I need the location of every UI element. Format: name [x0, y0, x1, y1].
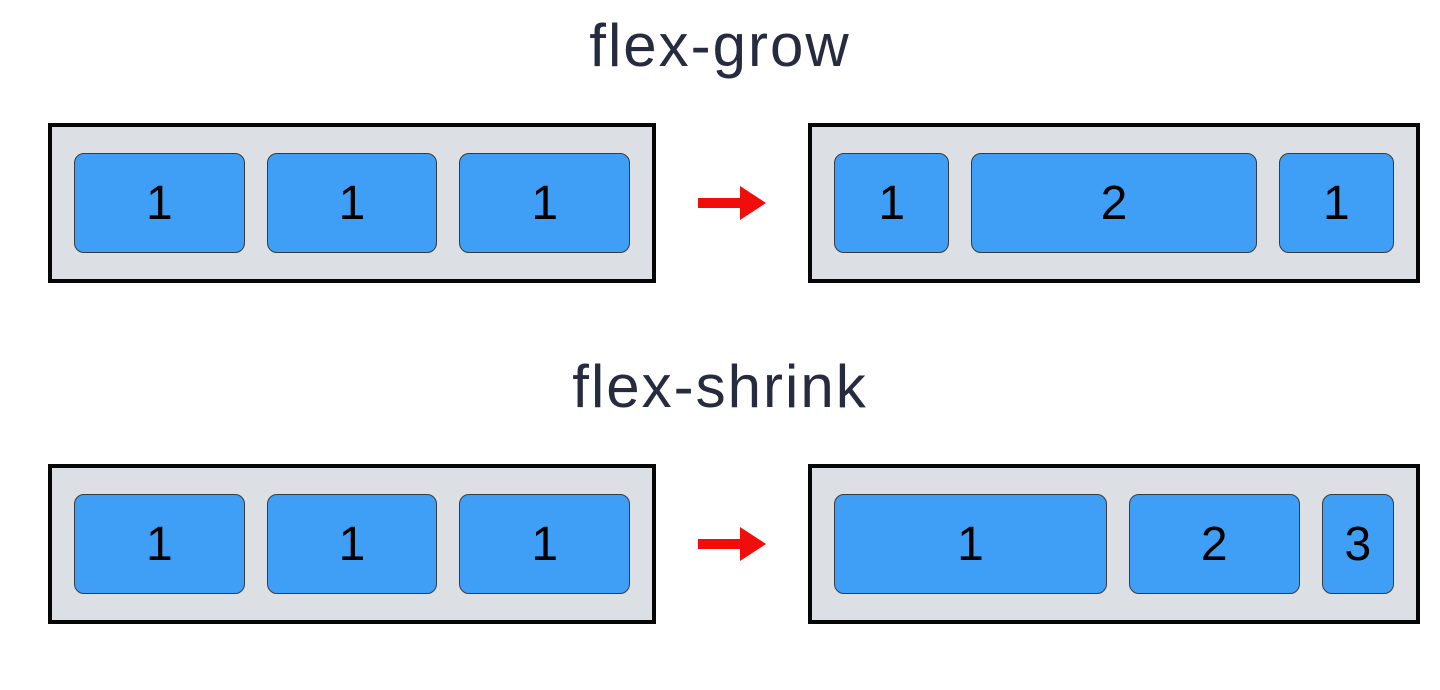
flex-item: 2: [1128, 494, 1300, 594]
flex-item: 1: [266, 494, 438, 594]
section-title-flex-grow: flex-grow: [589, 12, 851, 79]
flex-item: 1: [1278, 153, 1394, 253]
right-arrow-icon: [698, 527, 766, 561]
flex-item: 3: [1321, 494, 1394, 594]
flex-shrink-before-container: 1 1 1: [48, 464, 656, 624]
flex-item: 1: [459, 153, 631, 253]
transition-arrow: [656, 184, 808, 222]
flex-item: 2: [971, 153, 1257, 253]
flex-grow-demo-row: 1 1 1 1 2 1: [48, 123, 1420, 283]
flex-shrink-after-container: 1 2 3: [808, 464, 1420, 624]
flex-item: 1: [74, 153, 245, 253]
flex-item: 1: [834, 494, 1107, 594]
flex-grow-after-container: 1 2 1: [808, 123, 1420, 283]
section-title-flex-shrink: flex-shrink: [572, 353, 868, 420]
flex-shrink-demo-row: 1 1 1 1 2 3: [48, 464, 1420, 624]
flex-item: 1: [834, 153, 950, 253]
flex-item: 1: [459, 494, 631, 594]
transition-arrow: [656, 525, 808, 563]
right-arrow-icon: [698, 186, 766, 220]
flex-item: 1: [266, 153, 438, 253]
flex-grow-before-container: 1 1 1: [48, 123, 656, 283]
flex-item: 1: [74, 494, 245, 594]
